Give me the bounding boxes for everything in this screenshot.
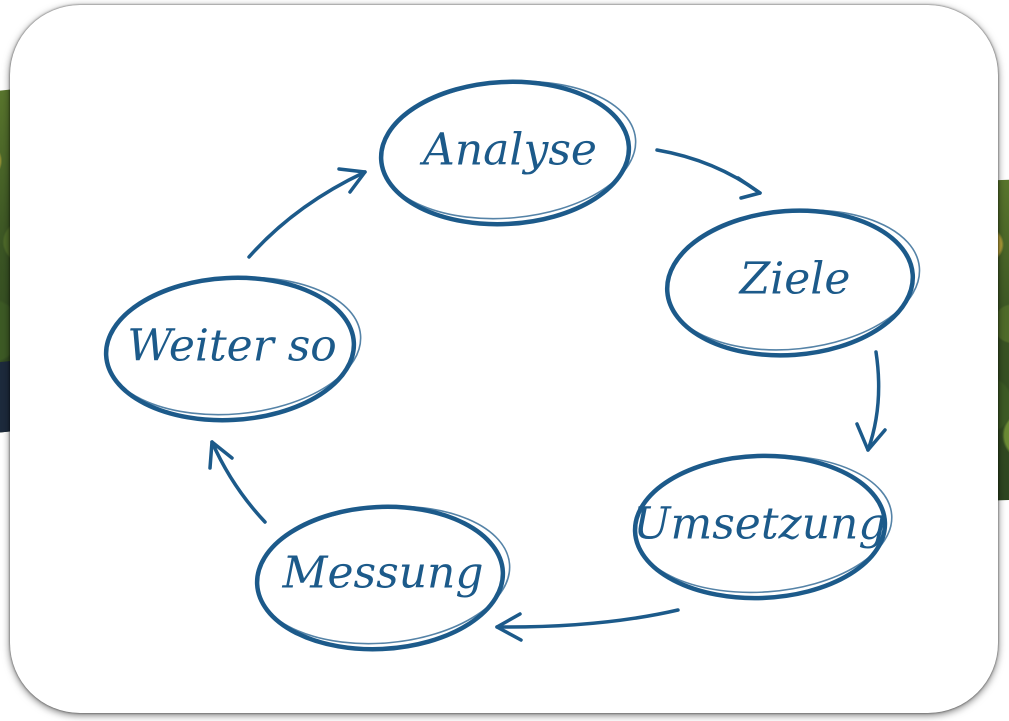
arrowhead-icon (855, 422, 887, 452)
edge-ziele-umsetzung (855, 350, 887, 452)
node-ellipse-stroke (665, 209, 921, 351)
arrowhead-icon (337, 167, 367, 194)
arrow-line (655, 148, 762, 195)
arrowhead-icon (495, 612, 523, 642)
node-messung: Messung (254, 504, 511, 652)
node-label: Analyse (419, 125, 597, 176)
arrow-line (210, 440, 267, 524)
edge-umsetzung-messung (495, 608, 680, 642)
node-label: Messung (281, 548, 483, 599)
node-ellipse-stroke (255, 505, 511, 645)
edge-weiter-so-analyse (247, 167, 367, 259)
node-ellipse-stroke (104, 276, 362, 416)
diagram-card (10, 5, 998, 713)
arrow-line (495, 608, 680, 629)
node-ellipse-stroke (379, 80, 637, 220)
arrowhead-icon (736, 176, 762, 200)
node-ziele: Ziele (664, 208, 921, 358)
node-ellipse-stroke (633, 454, 893, 594)
arrow-line (247, 170, 367, 259)
node-umsetzung: Umsetzung (632, 453, 893, 601)
node-label: Ziele (738, 254, 851, 305)
node-label: Weiter so (127, 321, 337, 372)
node-label: Umsetzung (633, 499, 886, 550)
arrowhead-icon (208, 440, 234, 470)
arrow-line (866, 350, 881, 452)
node-analyse: Analyse (378, 79, 637, 227)
edge-messung-weiter-so (208, 440, 267, 524)
edge-analyse-ziele (655, 148, 762, 200)
node-weiter-so: Weiter so (103, 275, 362, 423)
